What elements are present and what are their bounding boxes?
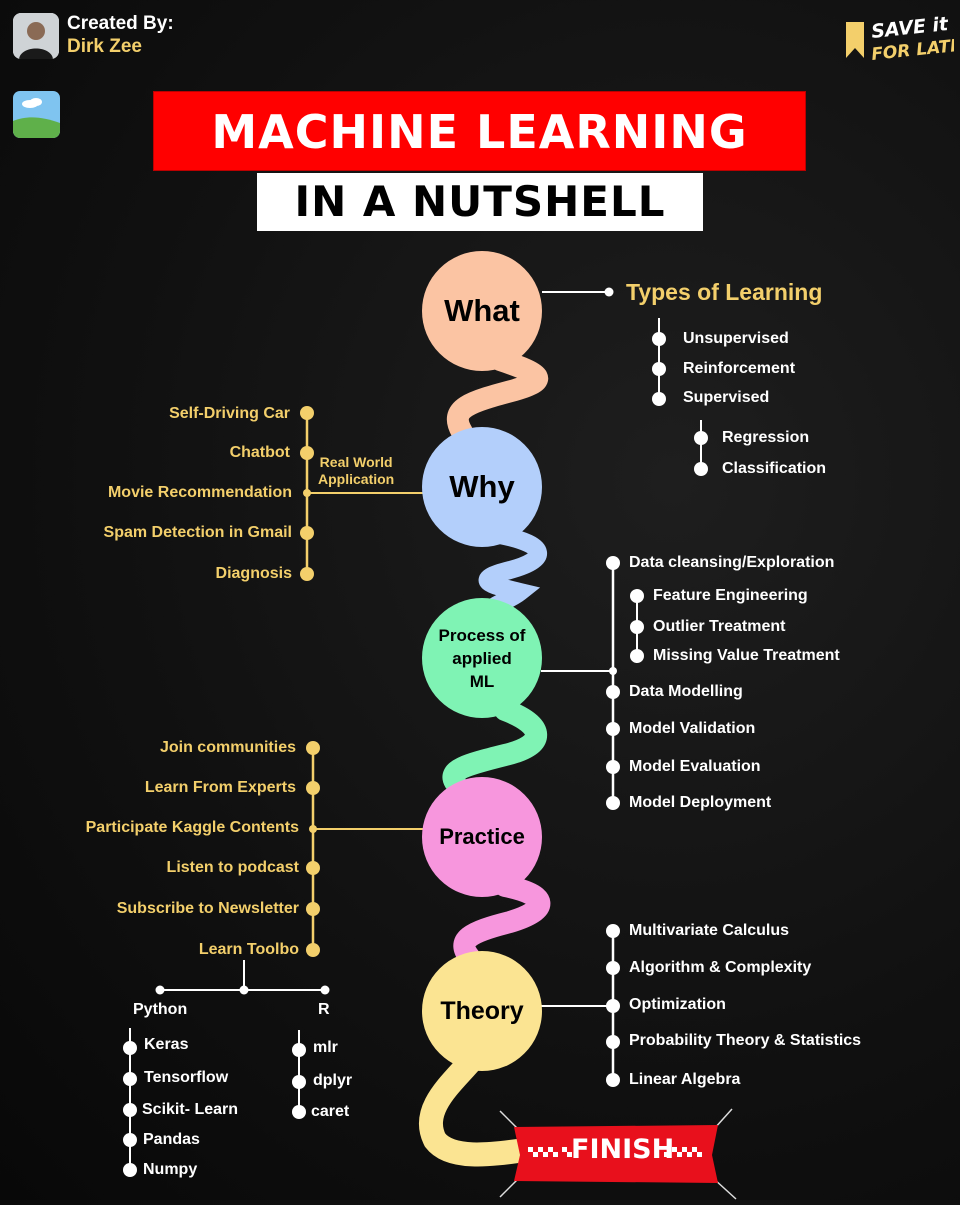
application-item: Spam Detection in Gmail — [103, 524, 292, 541]
creator-avatar — [13, 13, 59, 59]
r-tool: mlr — [313, 1039, 338, 1056]
practice-item: Join communities — [159, 739, 296, 756]
python-tool: Tensorflow — [144, 1069, 229, 1086]
application-item: Movie Recommendation — [107, 484, 292, 501]
node-process-line3: ML — [469, 671, 495, 691]
python-tool: Keras — [144, 1036, 189, 1053]
learning-type-item: Supervised — [683, 389, 770, 406]
node-why: Why — [422, 427, 542, 547]
learning-type-item: Unsupervised — [683, 330, 789, 347]
supervised-sub-item: Regression — [722, 429, 810, 446]
title-banner-line1: MACHINE LEARNING — [153, 91, 806, 171]
process-step: Data Modelling — [629, 683, 743, 700]
node-what: What — [422, 251, 542, 371]
practice-item: Listen to podcast — [166, 859, 299, 876]
path-what-why — [446, 349, 548, 443]
path-process-practice — [442, 699, 547, 793]
rw-label-line2: Application — [318, 471, 395, 487]
rw-label-line1: Real World — [319, 454, 393, 470]
python-tool: Pandas — [143, 1131, 200, 1148]
application-item: Self-Driving Car — [169, 405, 290, 422]
process-step: Model Evaluation — [629, 758, 761, 775]
created-by-label: Created By: — [67, 13, 174, 34]
theory-item: Multivariate Calculus — [629, 922, 790, 939]
process-step: Model Deployment — [629, 794, 772, 811]
theory-item: Optimization — [629, 996, 726, 1013]
process-sub-step: Missing Value Treatment — [653, 647, 840, 664]
r-tool: dplyr — [313, 1072, 353, 1089]
toolbox-r-label: R — [318, 1001, 330, 1018]
real-world-application-label: Real World Application — [318, 454, 394, 488]
path-practice-theory — [453, 875, 551, 969]
node-process-of-applied-ml: Process of applied ML — [422, 598, 542, 718]
node-theory: Theory — [422, 951, 542, 1071]
practice-item: Subscribe to Newsletter — [116, 900, 299, 917]
application-item: Diagnosis — [215, 565, 292, 582]
learning-type-item: Reinforcement — [683, 360, 796, 377]
finish-banner: FINISH — [474, 1105, 760, 1200]
what-connector-dot — [604, 287, 614, 297]
process-step: Model Validation — [629, 720, 756, 737]
node-practice: Practice — [422, 777, 542, 897]
title-banner-line2: IN A NUTSHELL — [257, 173, 703, 231]
theory-item: Probability Theory & Statistics — [629, 1032, 862, 1049]
theory-item: Linear Algebra — [629, 1071, 741, 1088]
theory-item: Algorithm & Complexity — [629, 959, 812, 976]
creator-name: Dirk Zee — [67, 36, 142, 57]
finish-label: FINISH — [571, 1134, 675, 1165]
types-of-learning-heading: Types of Learning — [626, 279, 823, 305]
path-theory-finish — [419, 1050, 537, 1167]
save-it-for-later-logo: SAVE it FOR LATER — [842, 10, 960, 68]
python-tool: Scikit- Learn — [142, 1101, 239, 1118]
path-why-process — [478, 526, 547, 619]
process-step: Data cleansing/Exploration — [629, 554, 835, 571]
application-item: Chatbot — [229, 444, 290, 461]
practice-item: Learn From Experts — [144, 779, 296, 796]
practice-item: Participate Kaggle Contents — [85, 819, 299, 836]
practice-item: Learn Toolbo — [198, 941, 299, 958]
python-tool: Numpy — [143, 1161, 198, 1178]
toolbox-python-label: Python — [133, 1001, 188, 1018]
process-sub-step: Feature Engineering — [653, 587, 808, 604]
node-process-line1: Process of — [438, 625, 526, 645]
node-process-line2: applied — [452, 648, 512, 668]
process-sub-step: Outlier Treatment — [653, 618, 786, 635]
image-thumbnail[interactable] — [13, 91, 60, 138]
r-tool: caret — [311, 1103, 350, 1120]
supervised-sub-item: Classification — [722, 460, 827, 477]
